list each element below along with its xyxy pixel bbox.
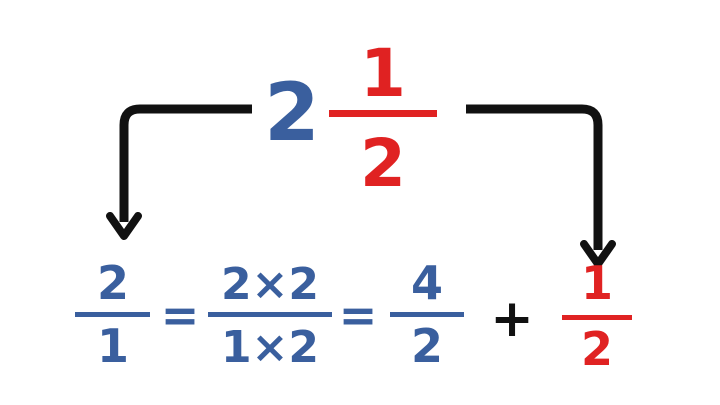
mixed-number-denominator: 2 xyxy=(360,125,406,202)
mixed-number-numerator: 1 xyxy=(360,35,406,112)
frac4-denominator: 2 xyxy=(581,322,613,376)
frac1-bar xyxy=(75,312,150,317)
mixed-number-whole: 2 xyxy=(264,66,320,159)
frac3-bar xyxy=(390,312,464,317)
frac2-bar xyxy=(208,312,332,317)
frac3-numerator: 4 xyxy=(411,256,443,310)
frac2-denominator: 1×2 xyxy=(221,322,319,373)
plus-sign: + xyxy=(490,289,534,349)
frac3-denominator: 2 xyxy=(411,319,443,373)
right-arrow-line xyxy=(466,104,603,250)
mixed-number-fraction-bar xyxy=(329,110,437,117)
arrows xyxy=(106,104,616,268)
expression: 2 1 = 2×2 1×2 = 4 2 + 1 2 xyxy=(75,256,632,376)
frac1-denominator: 1 xyxy=(97,319,129,373)
frac1-numerator: 2 xyxy=(97,256,129,310)
frac4-bar xyxy=(562,315,632,320)
mixed-number: 2 1 2 xyxy=(264,35,437,202)
left-arrowhead-icon xyxy=(106,212,142,240)
frac2-numerator: 2×2 xyxy=(221,259,319,310)
equals-sign-2: = xyxy=(339,288,378,342)
left-arrow-line xyxy=(119,104,252,222)
equals-sign-1: = xyxy=(161,288,200,342)
right-arrowhead-icon xyxy=(580,240,616,268)
frac4-numerator: 1 xyxy=(581,256,613,310)
